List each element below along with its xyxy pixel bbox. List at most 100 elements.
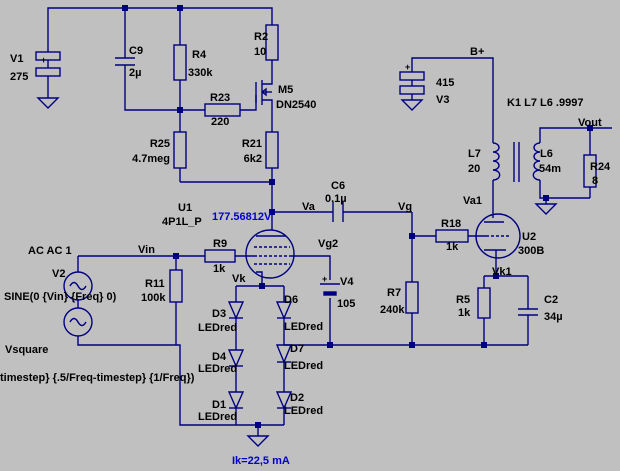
u1-value: 4P1L_P bbox=[162, 216, 202, 228]
c9-ref: C9 bbox=[129, 45, 143, 57]
d6-ref: D6 bbox=[284, 294, 298, 306]
capacitor-c2-symbol[interactable] bbox=[518, 308, 538, 316]
led-d3-symbol[interactable] bbox=[227, 301, 245, 320]
resistor-r23-symbol[interactable] bbox=[204, 103, 241, 117]
u2-value: 300B bbox=[518, 245, 544, 257]
led-d1-symbol[interactable] bbox=[227, 391, 245, 410]
r18-ref: R18 bbox=[441, 218, 461, 230]
r9-ref: R9 bbox=[213, 238, 227, 250]
r23-ref: R23 bbox=[210, 92, 230, 104]
u1-ref: U1 bbox=[178, 202, 192, 214]
inductor-l6-symbol[interactable] bbox=[532, 142, 541, 181]
r25-ref: R25 bbox=[150, 138, 170, 150]
c2-ref: C2 bbox=[544, 294, 558, 306]
mosfet-m5-symbol[interactable] bbox=[255, 75, 273, 110]
capacitor-c6-symbol[interactable] bbox=[332, 202, 344, 222]
junction-dot bbox=[481, 342, 487, 348]
k1-coupling: K1 L7 L6 .9997 bbox=[507, 97, 583, 109]
c6-ref: C6 bbox=[331, 180, 345, 192]
r2-ref: R2 bbox=[254, 31, 268, 43]
led-d4-symbol[interactable] bbox=[227, 349, 245, 368]
ground-icon bbox=[534, 203, 558, 215]
v4-ref: V4 bbox=[340, 276, 354, 288]
junction-dot bbox=[255, 422, 261, 428]
led-d6-symbol[interactable] bbox=[275, 301, 293, 320]
v1-value: 275 bbox=[10, 71, 28, 83]
u2-ref: U2 bbox=[522, 231, 536, 243]
r18-value: 1k bbox=[446, 241, 459, 253]
m5-value: DN2540 bbox=[276, 99, 316, 111]
inductor-l7-symbol[interactable] bbox=[492, 142, 501, 181]
tube-u1-symbol[interactable] bbox=[245, 229, 295, 279]
junction-dot bbox=[259, 283, 265, 289]
v3-value: 415 bbox=[436, 77, 454, 89]
square-source-vsquare-symbol[interactable] bbox=[63, 307, 93, 337]
r5-value: 1k bbox=[458, 307, 471, 319]
r23-value: 220 bbox=[211, 116, 229, 128]
d2-value: LEDred bbox=[284, 405, 323, 417]
d1-ref: D1 bbox=[212, 399, 226, 411]
v2-ref: V2 bbox=[52, 268, 65, 280]
resistor-r11-symbol[interactable] bbox=[169, 269, 183, 303]
net-va: Va bbox=[302, 201, 316, 213]
net-vg2: Vg2 bbox=[318, 238, 338, 250]
wires bbox=[47, 7, 612, 436]
battery-v4-symbol[interactable]: + bbox=[320, 274, 340, 296]
sine-source-v2-symbol[interactable] bbox=[63, 271, 93, 301]
resistor-r21-symbol[interactable] bbox=[265, 131, 279, 169]
c2-value: 34µ bbox=[544, 311, 563, 323]
wire bbox=[539, 127, 612, 143]
v1-ref: V1 bbox=[10, 53, 23, 65]
resistor-r25-symbol[interactable] bbox=[173, 131, 187, 169]
resistor-r24-symbol[interactable] bbox=[583, 154, 597, 188]
net-bplus: B+ bbox=[470, 46, 484, 58]
l6-ref: L6 bbox=[540, 148, 553, 160]
l7-value: 20 bbox=[468, 163, 480, 175]
r7-value: 240k bbox=[380, 304, 405, 316]
d3-ref: D3 bbox=[212, 308, 226, 320]
svg-text:+: + bbox=[41, 55, 46, 65]
r21-ref: R21 bbox=[242, 138, 262, 150]
d1-value: LEDred bbox=[198, 411, 237, 423]
battery-v3-symbol[interactable]: + bbox=[399, 62, 425, 100]
transformer-core bbox=[513, 142, 520, 182]
battery-v1-symbol[interactable]: + bbox=[35, 51, 61, 98]
wire bbox=[77, 336, 236, 426]
d7-value: LEDred bbox=[284, 360, 323, 372]
wire bbox=[47, 7, 273, 52]
resistor-r7-symbol[interactable] bbox=[405, 281, 419, 314]
resistor-r18-symbol[interactable] bbox=[435, 229, 469, 243]
led-d7-symbol[interactable] bbox=[275, 344, 293, 364]
l7-ref: L7 bbox=[468, 148, 481, 160]
led-d2-symbol[interactable] bbox=[275, 391, 293, 410]
r4-value: 330k bbox=[188, 67, 213, 79]
node-voltage-label: 177.56812V bbox=[212, 211, 272, 223]
net-vout: Vout bbox=[578, 117, 602, 129]
junctions bbox=[122, 5, 593, 428]
resistor-r5-symbol[interactable] bbox=[477, 287, 491, 319]
resistor-r4-symbol[interactable] bbox=[173, 44, 187, 81]
d4-ref: D4 bbox=[212, 351, 227, 363]
resistor-r9-symbol[interactable] bbox=[204, 249, 236, 263]
junction-dot bbox=[122, 5, 128, 11]
svg-text:+: + bbox=[322, 274, 327, 284]
r11-value: 100k bbox=[141, 292, 166, 304]
resistor-r2-symbol[interactable] bbox=[265, 24, 279, 61]
v4-value: 105 bbox=[337, 298, 355, 310]
v2-value: SINE(0 {Vin} {Freq} 0) bbox=[4, 291, 117, 303]
ground-icon bbox=[400, 99, 424, 111]
c6-value: 0.1µ bbox=[325, 193, 347, 205]
r9-value: 1k bbox=[213, 263, 226, 275]
vsquare-expression: timestep} {.5/Freq-timestep} {1/Freq}) bbox=[0, 372, 195, 384]
junction-dot bbox=[177, 107, 183, 113]
r24-ref: R24 bbox=[590, 161, 611, 173]
junction-dot bbox=[409, 233, 415, 239]
r25-value: 4.7meg bbox=[132, 153, 170, 165]
capacitor-c9-symbol[interactable] bbox=[115, 45, 135, 78]
v2-ac-label: AC AC 1 bbox=[28, 245, 72, 257]
tube-u2-symbol[interactable] bbox=[475, 213, 521, 259]
d3-value: LEDred bbox=[198, 322, 237, 334]
r5-ref: R5 bbox=[456, 294, 470, 306]
junction-dot bbox=[543, 195, 549, 201]
